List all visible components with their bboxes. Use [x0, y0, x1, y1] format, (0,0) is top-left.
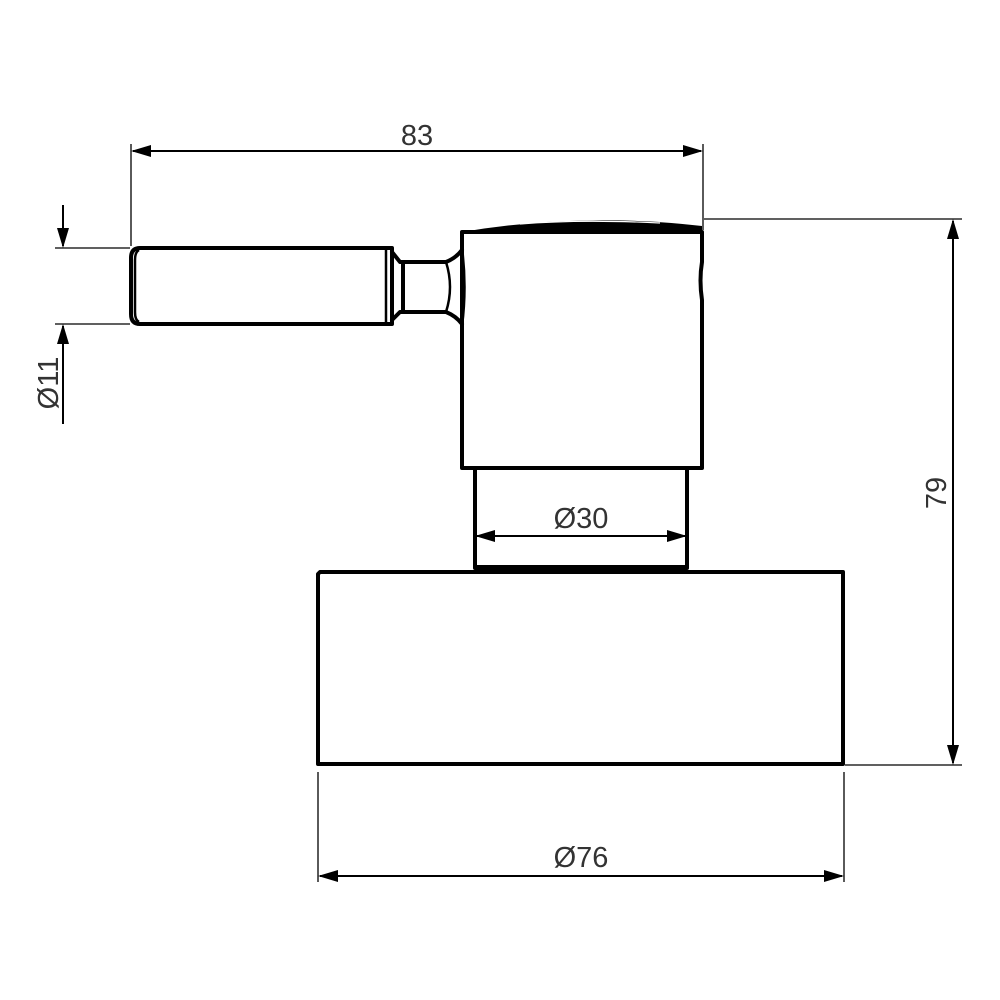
escutcheon: [316, 565, 845, 766]
dim-label-overall-width: 83: [401, 120, 433, 152]
dimension-escutcheon-diameter: Ø76: [317, 772, 845, 882]
dimension-overall-width: 83: [130, 120, 704, 246]
lever-neck: [390, 248, 464, 326]
dimension-lever-diameter: Ø11: [33, 205, 130, 424]
handle-body: [460, 220, 704, 470]
dim-label-overall-height: 79: [921, 477, 953, 509]
dim-label-escutcheon-diameter: Ø76: [554, 842, 609, 874]
dim-label-lever-diameter: Ø11: [33, 357, 65, 410]
lever: [129, 246, 394, 326]
dimension-overall-height: 79: [704, 218, 962, 766]
dim-label-stem-diameter: Ø30: [554, 503, 609, 535]
stem: [473, 466, 689, 570]
dimension-stem-diameter: Ø30: [475, 503, 687, 542]
part-geometry: [129, 220, 845, 766]
